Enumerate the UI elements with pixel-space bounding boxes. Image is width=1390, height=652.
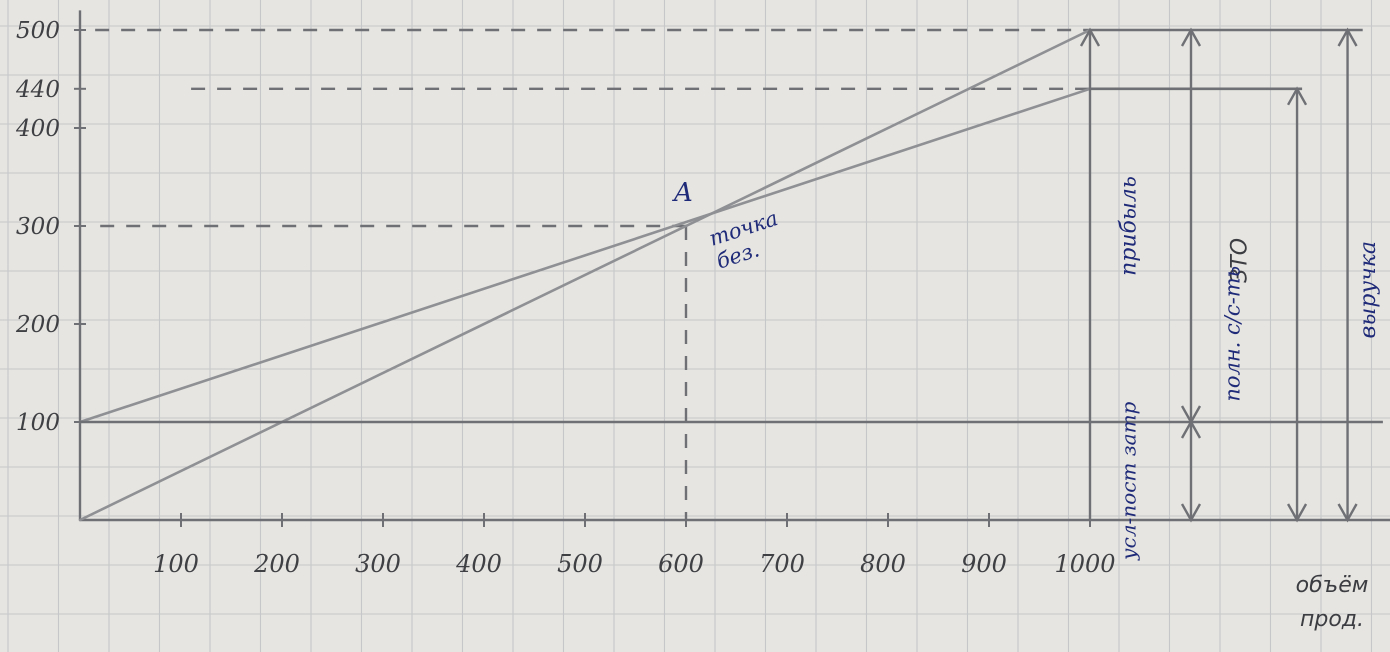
point-a-label: A	[672, 178, 693, 208]
label-profit: прибыль	[1116, 176, 1141, 276]
vertical-arrows	[1079, 27, 1358, 523]
x-tick-label: 500	[557, 550, 603, 578]
chart-series	[78, 28, 1383, 522]
arrow-fixed-costs-head-bottom	[1180, 503, 1202, 523]
x-tick-label: 400	[455, 550, 502, 578]
y-tick-label: 440	[15, 77, 60, 103]
y-tick-label: 400	[15, 116, 60, 142]
point-a-note: точкабез.	[706, 206, 788, 273]
arrow-profit-and-variable-head-top	[1180, 27, 1202, 47]
arrow-total-cost-head-top	[1287, 86, 1308, 106]
x-axis-unit: объём прод.	[1296, 573, 1369, 632]
x-axis-unit-line: прод.	[1300, 607, 1364, 632]
x-axis-unit-line: объём	[1296, 573, 1369, 598]
label-revenue: выручка	[1356, 241, 1381, 339]
x-tick-label: 1000	[1054, 550, 1115, 578]
arrow-total-cost-head-bottom	[1287, 503, 1308, 523]
chart-texts: 100 200 300 400 500 600 700 800 900 1000 100 200 300…	[15, 18, 1381, 632]
dashed-guide-lines	[95, 28, 1090, 520]
y-tick-label: 100	[16, 410, 60, 436]
label-variable-costs: ЗТО	[1228, 238, 1253, 283]
x-tick-label: 100	[153, 550, 199, 578]
x-tick-label: 300	[355, 550, 401, 578]
arrow-1000-head-top	[1079, 27, 1101, 47]
axes	[74, 10, 1390, 527]
arrow-revenue-head-bottom	[1337, 503, 1358, 523]
label-total-cost: полн. с/с-ть	[1220, 266, 1244, 402]
label-fixed-costs: усл-пост затр	[1116, 401, 1140, 561]
x-tick-label: 900	[961, 550, 1007, 578]
series-line-total_costs	[78, 87, 1092, 424]
x-tick-label: 200	[253, 550, 300, 578]
y-tick-label: 200	[15, 312, 60, 338]
series-line-revenue	[78, 28, 1092, 522]
x-tick-label: 700	[759, 550, 805, 578]
arrow-fixed-costs-head-top	[1180, 419, 1202, 439]
y-tick-label: 300	[16, 214, 60, 240]
x-tick-label: 600	[658, 550, 704, 578]
x-tick-label: 800	[860, 550, 906, 578]
y-tick-label: 500	[16, 18, 60, 44]
arrow-revenue-head-top	[1337, 27, 1358, 47]
